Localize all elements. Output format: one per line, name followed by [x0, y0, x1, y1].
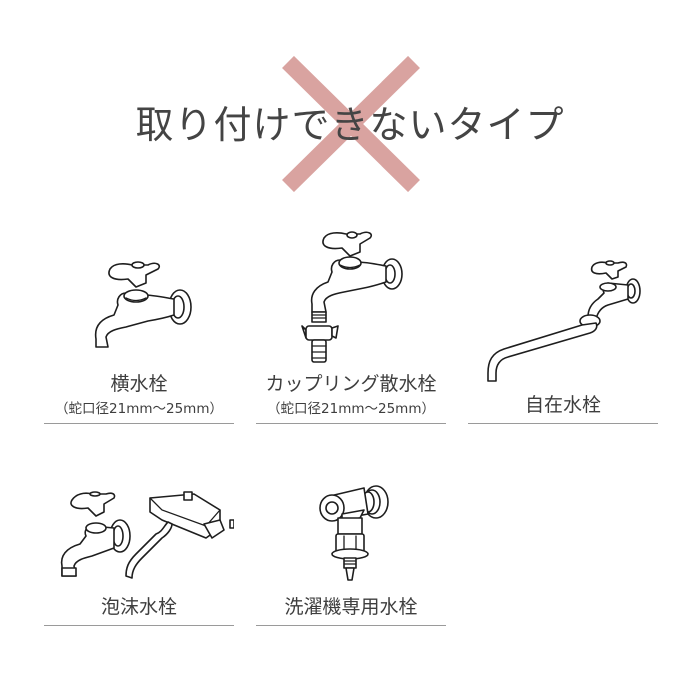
- washing-machine-faucet-icon: [319, 485, 389, 581]
- item-label: カップリング散水栓: [265, 373, 437, 395]
- item-label: 洗濯機専用水栓: [284, 596, 418, 618]
- item-label: 自在水栓: [524, 394, 601, 416]
- item-sublabel: （蛇口径21mm～25mm）: [55, 401, 223, 417]
- divider: [468, 423, 658, 424]
- divider: [44, 423, 234, 424]
- divider: [256, 625, 446, 626]
- x-mark-icon: [282, 56, 420, 192]
- divider: [256, 423, 446, 424]
- item-sublabel: （蛇口径21mm～25mm）: [267, 401, 435, 417]
- swivel-spout-faucet-icon: [487, 260, 641, 382]
- page-title: 取り付けできないタイプ: [135, 103, 565, 147]
- divider: [44, 625, 234, 626]
- coupling-faucet-icon: [301, 231, 403, 363]
- horizontal-faucet-icon: [94, 261, 192, 348]
- item-label: 横水栓: [110, 373, 168, 395]
- aerator-faucet-icon: [60, 491, 234, 579]
- item-label: 泡沫水栓: [100, 596, 177, 618]
